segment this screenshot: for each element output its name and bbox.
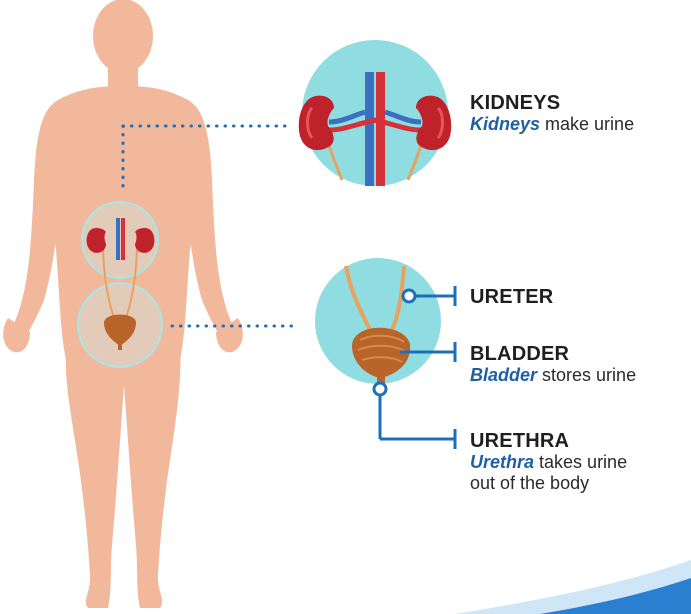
ureter-label: URETER <box>470 286 553 308</box>
bladder-desc-text: stores urine <box>537 365 636 385</box>
ureter-title: URETER <box>470 286 553 308</box>
kidneys-description: Kidneys make urine <box>470 114 634 134</box>
urethra-description-line2: out of the body <box>470 473 627 493</box>
urethra-label: URETHRA Urethra takes urine out of the b… <box>470 430 627 493</box>
urethra-title: URETHRA <box>470 430 627 452</box>
urethra-desc-emphasis: Urethra <box>470 452 534 472</box>
corner-swoosh <box>455 560 691 614</box>
urethra-desc-text: takes urine <box>534 452 627 472</box>
bladder-title: BLADDER <box>470 343 636 365</box>
kidneys-desc-emphasis: Kidneys <box>470 114 540 134</box>
kidneys-desc-text: make urine <box>540 114 634 134</box>
kidneys-label: KIDNEYS Kidneys make urine <box>470 92 634 135</box>
kidneys-title: KIDNEYS <box>470 92 634 114</box>
urethra-pointer <box>374 383 455 449</box>
bladder-description: Bladder stores urine <box>470 365 636 385</box>
urethra-description: Urethra takes urine <box>470 452 627 472</box>
bladder-label: BLADDER Bladder stores urine <box>470 343 636 386</box>
bladder-desc-emphasis: Bladder <box>470 365 537 385</box>
